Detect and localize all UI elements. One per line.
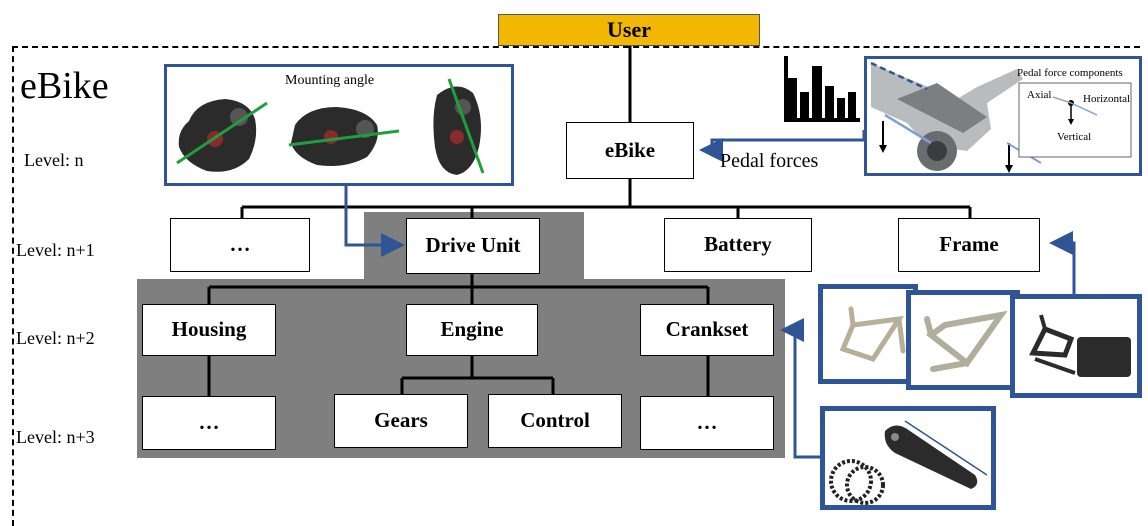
housing-node: Housing [142, 304, 276, 356]
drive-unit-node: Drive Unit [406, 218, 540, 274]
level-n3-label: Level: n+3 [16, 427, 95, 447]
frame-photo-3 [1010, 294, 1142, 398]
mounting-angle-title: Mounting angle [285, 73, 375, 88]
level3-housing-ellipsis: … [142, 396, 276, 450]
horizontal-label: Horizontal [1083, 93, 1131, 105]
user-node: User [498, 14, 760, 46]
axial-label: Axial [1027, 89, 1052, 101]
frame-photo-1 [818, 284, 918, 384]
pedal-force-panel: Pedal force components Axial Horizontal … [864, 56, 1142, 176]
frame-photo-2 [906, 290, 1020, 390]
pedal-forces-label: Pedal forces [720, 150, 819, 172]
mounting-angle-panel: Mounting angle [164, 64, 514, 186]
system-boundary [12, 46, 1140, 526]
vertical-label: Vertical [1057, 131, 1092, 143]
level-n-label: Level: n [24, 150, 84, 170]
crank-arm-photo [820, 406, 996, 510]
level-n2-label: Level: n+2 [16, 328, 95, 348]
level-n1-label: Level: n+1 [16, 240, 95, 260]
engine-node: Engine [406, 304, 538, 356]
force-panel-title: Pedal force components [1017, 67, 1123, 79]
ebike-node: eBike [566, 122, 694, 179]
drive-unit-photo [176, 78, 485, 175]
battery-node: Battery [664, 218, 812, 272]
system-label: eBike [20, 65, 109, 107]
control-node: Control [488, 394, 622, 448]
bottom-bracket-photo [870, 61, 1132, 173]
frame-node: Frame [898, 218, 1040, 272]
crankset-node: Crankset [640, 304, 774, 356]
level3-crankset-ellipsis: … [640, 396, 774, 450]
gears-node: Gears [334, 394, 468, 448]
level1-node-ellipsis: … [170, 218, 310, 272]
bar-chart-icon [784, 56, 860, 122]
